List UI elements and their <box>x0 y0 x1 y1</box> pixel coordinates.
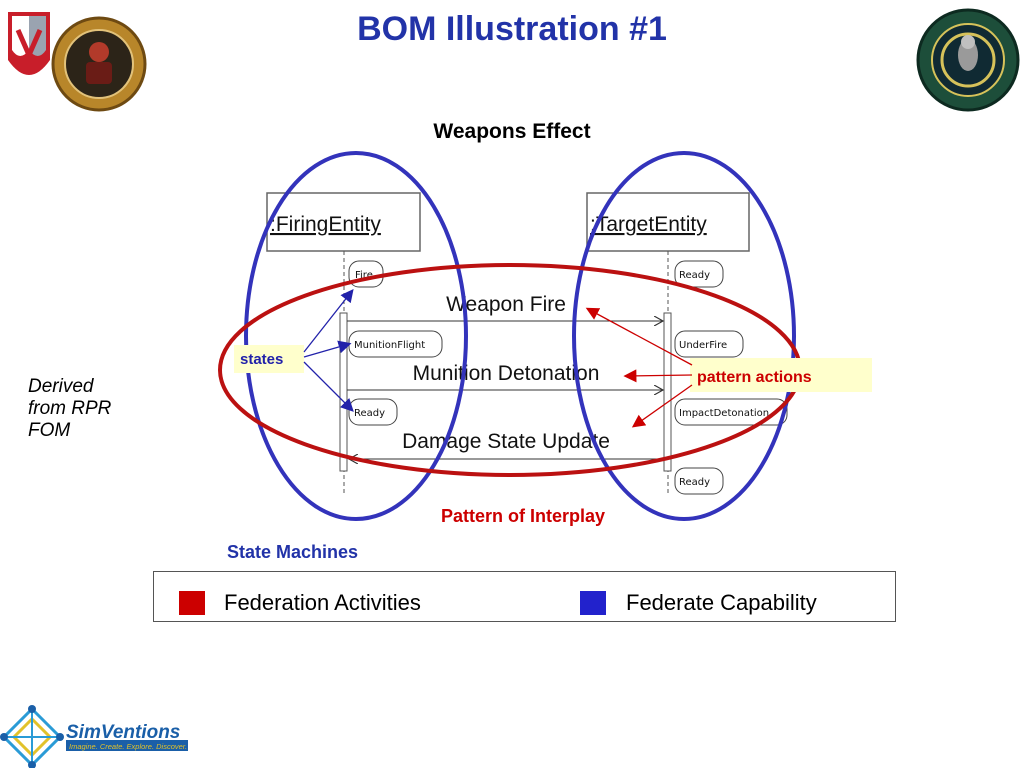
states-arrow <box>303 288 354 353</box>
firing-state-label: MunitionFlight <box>354 340 425 351</box>
simventions-tagline-bar <box>66 740 188 751</box>
simventions-tagline: Imagine. Create. Explore. Discover. <box>69 742 187 751</box>
target-state-label: Ready <box>679 270 710 281</box>
target-activation-bar <box>663 312 672 472</box>
firing-state-label: Ready <box>354 408 385 419</box>
message-label-damage-state-update: Damage State Update <box>402 430 610 453</box>
target-state-box <box>674 260 724 288</box>
pattern-actions-callout-label: pattern actions <box>697 369 812 386</box>
slide-title: BOM Illustration #1 <box>357 10 667 48</box>
target-state-box <box>674 467 724 495</box>
target-entity-box <box>586 192 750 252</box>
army-shield-logo <box>8 12 50 75</box>
pattern-actions-arrow <box>585 307 693 366</box>
legend-swatch-federation-activities <box>179 591 205 615</box>
research-center-badge-logo <box>916 8 1020 112</box>
message-label-munition-detonation: Munition Detonation <box>413 362 600 385</box>
message-label-weapon-fire: Weapon Fire <box>446 293 566 316</box>
derived-from-note: Derived from RPR FOM <box>28 376 112 441</box>
states-arrow <box>303 361 354 412</box>
legend-swatch-federate-capability <box>580 591 606 615</box>
simventions-logo: SimVentions Imagine. Create. Explore. Di… <box>0 705 188 768</box>
states-callout-box <box>234 345 304 373</box>
firing-activation-bar <box>339 312 348 472</box>
states-arrow <box>303 340 352 358</box>
legend-label-federate-capability: Federate Capability <box>626 590 817 615</box>
diagram-subtitle: Weapons Effect <box>433 120 591 143</box>
target-entity-label: :TargetEntity <box>590 213 707 236</box>
states-callout-label: states <box>240 351 283 368</box>
pattern-of-interplay-label: Pattern of Interplay <box>441 506 605 526</box>
firing-entity-label: :FiringEntity <box>270 213 381 236</box>
diamond-lattice-icon <box>0 705 64 768</box>
target-state-label: UnderFire <box>679 340 727 351</box>
legend-label-federation-activities: Federation Activities <box>224 590 421 615</box>
target-state-box <box>674 330 744 358</box>
pattern-actions-arrow <box>631 384 693 428</box>
simventions-brand: SimVentions <box>66 722 180 743</box>
target-state-label: ImpactDetonation <box>679 408 769 419</box>
firing-state-label: Fire <box>355 270 373 281</box>
firing-state-machine-ellipse <box>244 151 468 521</box>
target-state-label: Ready <box>679 477 710 488</box>
firing-state-box <box>348 398 398 426</box>
target-state-box <box>674 398 788 426</box>
target-state-machine-ellipse <box>572 151 796 521</box>
state-machines-label: State Machines <box>227 542 358 562</box>
pattern-actions-callout-box <box>690 358 872 392</box>
command-seal-logo <box>51 16 147 112</box>
legend-box: Federation Activities Federate Capabilit… <box>153 571 896 622</box>
pattern-actions-arrow <box>623 369 693 383</box>
